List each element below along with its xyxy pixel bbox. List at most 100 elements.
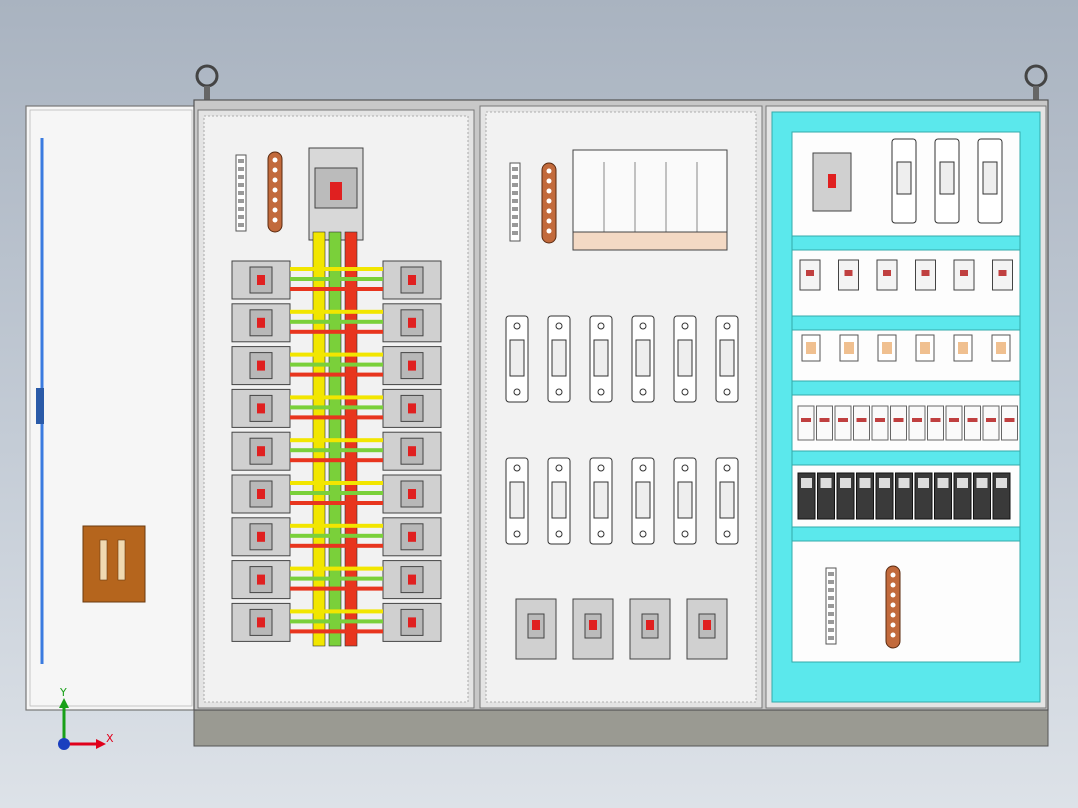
mid-busbar-hole: [546, 188, 552, 194]
fuse-terminal-bottom: [639, 388, 647, 396]
branch-breaker-handle-right: [408, 446, 416, 457]
terminal-block-marker: [967, 418, 978, 422]
right-bay-components: [771, 111, 1041, 703]
busbar-link-red: [290, 629, 383, 634]
fuse-cartridge: [551, 339, 567, 377]
busbar-link-red: [290, 501, 383, 505]
relay-coil: [996, 342, 1006, 354]
right-fuse-cartridge-1: [896, 161, 912, 195]
contactor-label: [820, 478, 832, 488]
fuse-cartridge: [677, 481, 693, 519]
door-nameplate-slot-2: [117, 539, 126, 581]
terminal-block-marker: [875, 418, 885, 422]
right-fuse-cartridge-3: [982, 161, 998, 195]
terminal-block-marker: [838, 418, 848, 422]
branch-breaker-handle-left: [257, 531, 265, 542]
lifting-eye-stem-2: [1033, 86, 1039, 100]
busbar-link-red: [290, 329, 383, 334]
fuse-terminal-bottom: [513, 530, 521, 538]
left-busbar-hole: [272, 197, 278, 203]
left-busbar-hole: [272, 167, 278, 173]
right-terminal: [828, 612, 834, 616]
fuse-cartridge: [635, 339, 651, 377]
terminal-block-marker: [986, 418, 996, 422]
branch-breaker-handle-left: [257, 446, 265, 457]
busbar-link-red: [290, 543, 383, 548]
contactor-label: [976, 478, 988, 488]
terminal-block-marker: [819, 418, 830, 422]
mid-terminal: [512, 199, 518, 203]
fuse-cartridge: [551, 481, 567, 519]
fuse-terminal-top: [723, 322, 731, 330]
branch-breaker-handle-right: [408, 574, 416, 585]
fuse-terminal-bottom: [723, 388, 731, 396]
door-handle: [36, 388, 44, 424]
contactor-label: [996, 478, 1007, 488]
branch-breaker-handle-right: [408, 317, 416, 328]
right-breaker: [812, 152, 852, 212]
busbar-link-red: [290, 458, 383, 463]
right-busbar-hole: [890, 602, 896, 608]
mccb-handle: [589, 620, 597, 630]
small-switch-toggle: [883, 270, 891, 276]
x-axis-arrowhead: [96, 739, 106, 749]
mid-terminal: [512, 223, 518, 227]
left-busbar-hole: [272, 157, 278, 163]
relay-coil: [844, 342, 854, 354]
mid-busbar-hole: [546, 208, 552, 214]
door-panel: [25, 105, 197, 711]
branch-breaker-handle-left: [257, 617, 265, 628]
fuse-terminal-bottom: [555, 530, 563, 538]
door-nameplate-slot-1: [99, 539, 108, 581]
branch-breaker-handle-left: [257, 574, 265, 585]
busbar-link-green: [290, 533, 383, 538]
busbar-link-yellow: [290, 523, 383, 528]
relay-coil: [920, 342, 930, 354]
terminal-block-marker: [930, 418, 941, 422]
fuse-cartridge: [719, 339, 735, 377]
y-axis-arrowhead: [59, 698, 69, 708]
branch-breaker-handle-right: [408, 617, 416, 628]
branch-breaker-handle-left: [257, 275, 265, 285]
left-busbar-hole: [272, 177, 278, 183]
y-axis-label: Y: [60, 686, 67, 699]
right-terminal: [828, 588, 834, 592]
busbar-link-red: [290, 287, 383, 291]
left-terminal: [238, 175, 244, 179]
mid-busbar-hole: [546, 218, 552, 224]
z-axis-dot: [58, 738, 70, 750]
terminal-block: [890, 405, 907, 441]
busbar-link-green: [290, 319, 383, 324]
fuse-terminal-bottom: [555, 388, 563, 396]
mid-busbar-hole: [546, 228, 552, 234]
mid-terminal: [512, 215, 518, 219]
terminal-block: [853, 405, 870, 441]
fuse-cartridge: [593, 481, 609, 519]
cabinet-base-plinth: [193, 707, 1049, 747]
busbar-link-green: [290, 405, 383, 410]
din-rail-1: [791, 235, 1021, 251]
terminal-block-marker: [912, 418, 922, 422]
left-terminal: [238, 159, 244, 163]
main-breaker-handle: [330, 182, 342, 200]
fuse-terminal-top: [513, 322, 521, 330]
left-terminal: [238, 199, 244, 203]
left-busbar-hole: [272, 217, 278, 223]
terminal-block-marker: [801, 418, 811, 422]
mid-busbar-hole: [546, 198, 552, 204]
terminal-block: [1001, 405, 1018, 441]
left-busbar-hole: [272, 187, 278, 193]
contactor-label: [840, 478, 851, 488]
door-nameplate: [82, 525, 146, 603]
branch-breaker-handle-left: [257, 360, 265, 371]
relay-coil: [958, 342, 968, 354]
small-switch-toggle: [806, 270, 814, 276]
branch-breaker-handle-right: [408, 489, 416, 499]
left-busbar-hole: [272, 207, 278, 213]
left-terminal: [238, 191, 244, 195]
contactor-label: [937, 478, 949, 488]
fuse-terminal-bottom: [597, 388, 605, 396]
fuse-terminal-bottom: [639, 530, 647, 538]
